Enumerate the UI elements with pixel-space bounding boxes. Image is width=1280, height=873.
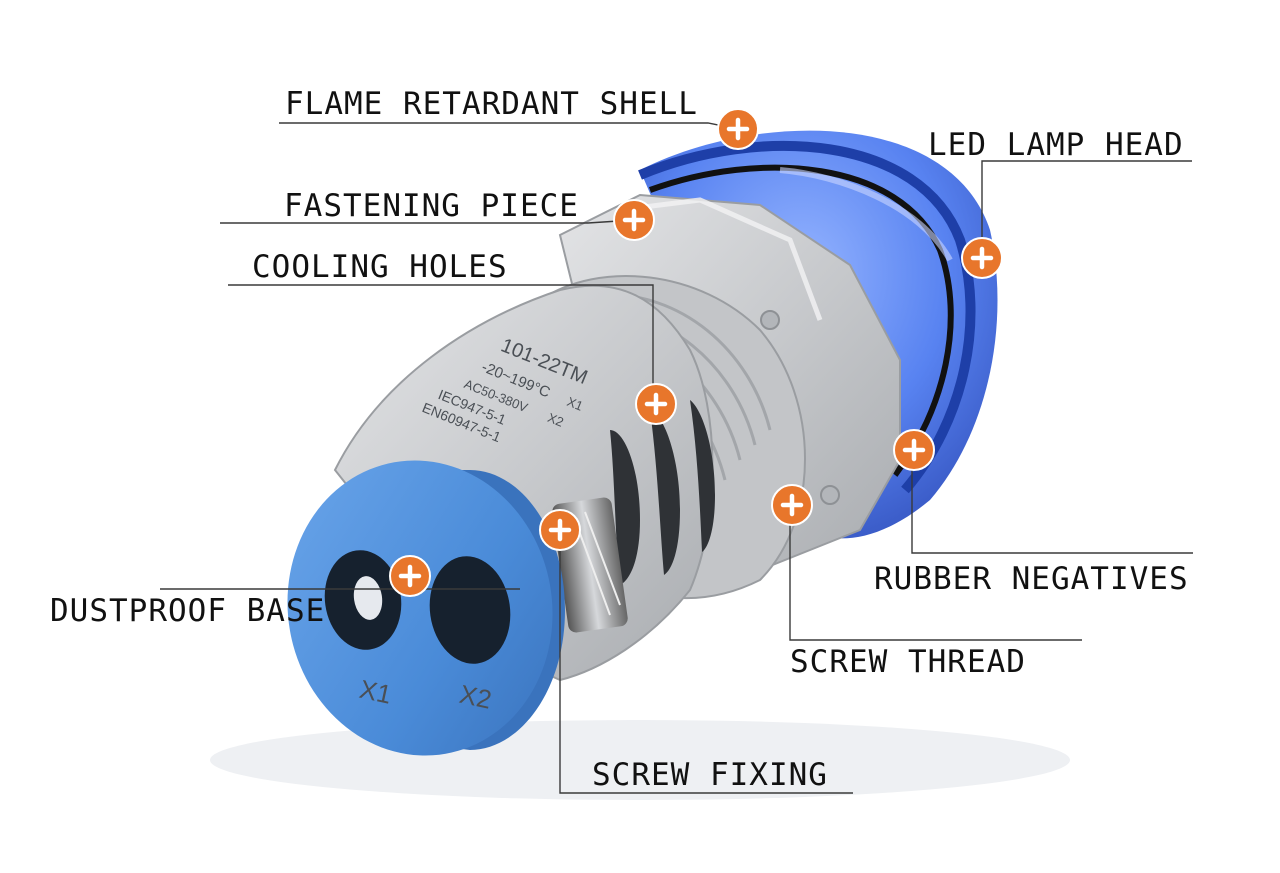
label-dustproof-base: DUSTPROOF BASE [50,593,325,629]
leader-flame-retardant-shell [279,122,739,130]
label-rubber-negatives: RUBBER NEGATIVES [874,561,1189,597]
label-cooling-holes: COOLING HOLES [252,249,508,285]
marker-fastening-piece-icon[interactable] [613,199,655,241]
label-screw-fixing: SCREW FIXING [592,757,828,793]
x2-print: X2 [545,410,565,430]
plus-glyph-icon [780,493,804,517]
terminal-x2-label: X2 [457,679,494,715]
label-fastening-piece: FASTENING PIECE [284,188,579,224]
dustproof-base-shape: X1 X2 [287,460,565,756]
marker-led-lamp-head-icon[interactable] [961,237,1003,279]
leader-cooling-holes [228,284,654,404]
plus-glyph-icon [726,117,750,141]
terminal-hole-x2 [429,556,511,664]
marker-rubber-negatives-icon[interactable] [893,429,935,471]
plus-glyph-icon [622,208,646,232]
plus-glyph-icon [970,246,994,270]
plus-glyph-icon [902,438,926,462]
plus-glyph-icon [644,392,668,416]
leader-screw-thread [789,505,1082,641]
marker-flame-retardant-shell-icon[interactable] [717,108,759,150]
label-led-lamp-head: LED LAMP HEAD [928,127,1184,163]
leader-rubber-negatives [911,450,1193,554]
x1-print: X1 [565,394,585,414]
label-flame-retardant-shell: FLAME RETARDANT SHELL [285,86,698,122]
terminal-x1-label: X1 [357,674,394,710]
callout-labels: FLAME RETARDANT SHELL LED LAMP HEAD FAST… [50,86,1189,793]
leader-led-lamp-head [981,160,1192,258]
marker-dustproof-base-icon[interactable] [389,555,431,597]
leader-screw-fixing [559,530,853,794]
label-screw-thread: SCREW THREAD [790,644,1026,680]
plus-glyph-icon [398,564,422,588]
plus-glyph-icon [548,518,572,542]
marker-screw-fixing-icon[interactable] [539,509,581,551]
marker-cooling-holes-icon[interactable] [635,383,677,425]
markers [389,108,1003,597]
marker-screw-thread-icon[interactable] [771,484,813,526]
